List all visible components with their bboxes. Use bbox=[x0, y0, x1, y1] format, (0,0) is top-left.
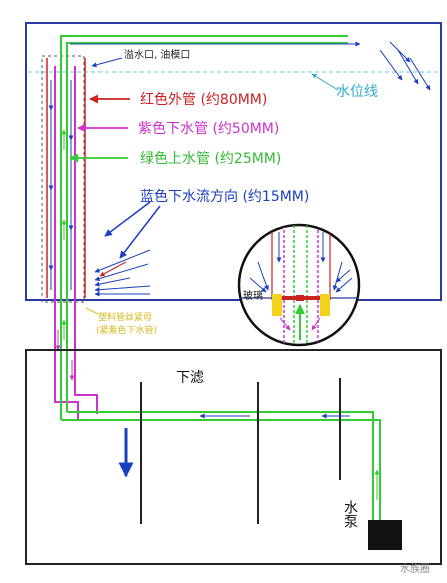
pipe-flow-arrows bbox=[48, 90, 75, 381]
magnified-detail bbox=[237, 223, 361, 347]
purple-downpipe-right bbox=[74, 66, 98, 414]
pointer-water-line bbox=[311, 73, 339, 91]
green-return-pipe-bottom-outer bbox=[61, 419, 381, 520]
pointer-overflow bbox=[91, 57, 123, 68]
label-blue-flow: 蓝色下水流方向 (约15MM) bbox=[140, 188, 309, 205]
surface-flow-arrows bbox=[379, 41, 431, 91]
label-nut-1: 塑料管丝紧母 bbox=[98, 311, 152, 323]
pointer-blue-1 bbox=[119, 205, 161, 259]
pointer-nut bbox=[85, 307, 99, 315]
intake-flow-arrows bbox=[94, 249, 151, 297]
green-return-pipe-outer bbox=[60, 35, 348, 420]
label-nut-2: (紧紫色下水管) bbox=[96, 324, 157, 336]
overflow-box bbox=[41, 55, 85, 303]
green-return-pipe-inner bbox=[66, 42, 348, 412]
label-glass: 玻璃 bbox=[243, 289, 263, 302]
green-return-pipe-bottom-inner bbox=[67, 411, 374, 520]
label-purple-pipe: 紫色下水管 (约50MM) bbox=[138, 120, 279, 137]
label-sump: 下滤 bbox=[176, 370, 204, 386]
label-water-line: 水位线 bbox=[336, 84, 378, 100]
pump bbox=[368, 520, 402, 550]
label-pump: 水泵 bbox=[342, 500, 358, 528]
sump-tank bbox=[25, 349, 442, 565]
main-tank bbox=[25, 22, 442, 301]
label-overflow: 溢水口, 油模口 bbox=[124, 48, 190, 61]
label-green-pipe: 绿色上水管 (约25MM) bbox=[140, 150, 281, 167]
label-red-pipe: 红色外管 (约80MM) bbox=[140, 91, 267, 108]
label-watermark: 水族圈 bbox=[400, 562, 430, 575]
pointer-blue-2 bbox=[104, 201, 151, 237]
